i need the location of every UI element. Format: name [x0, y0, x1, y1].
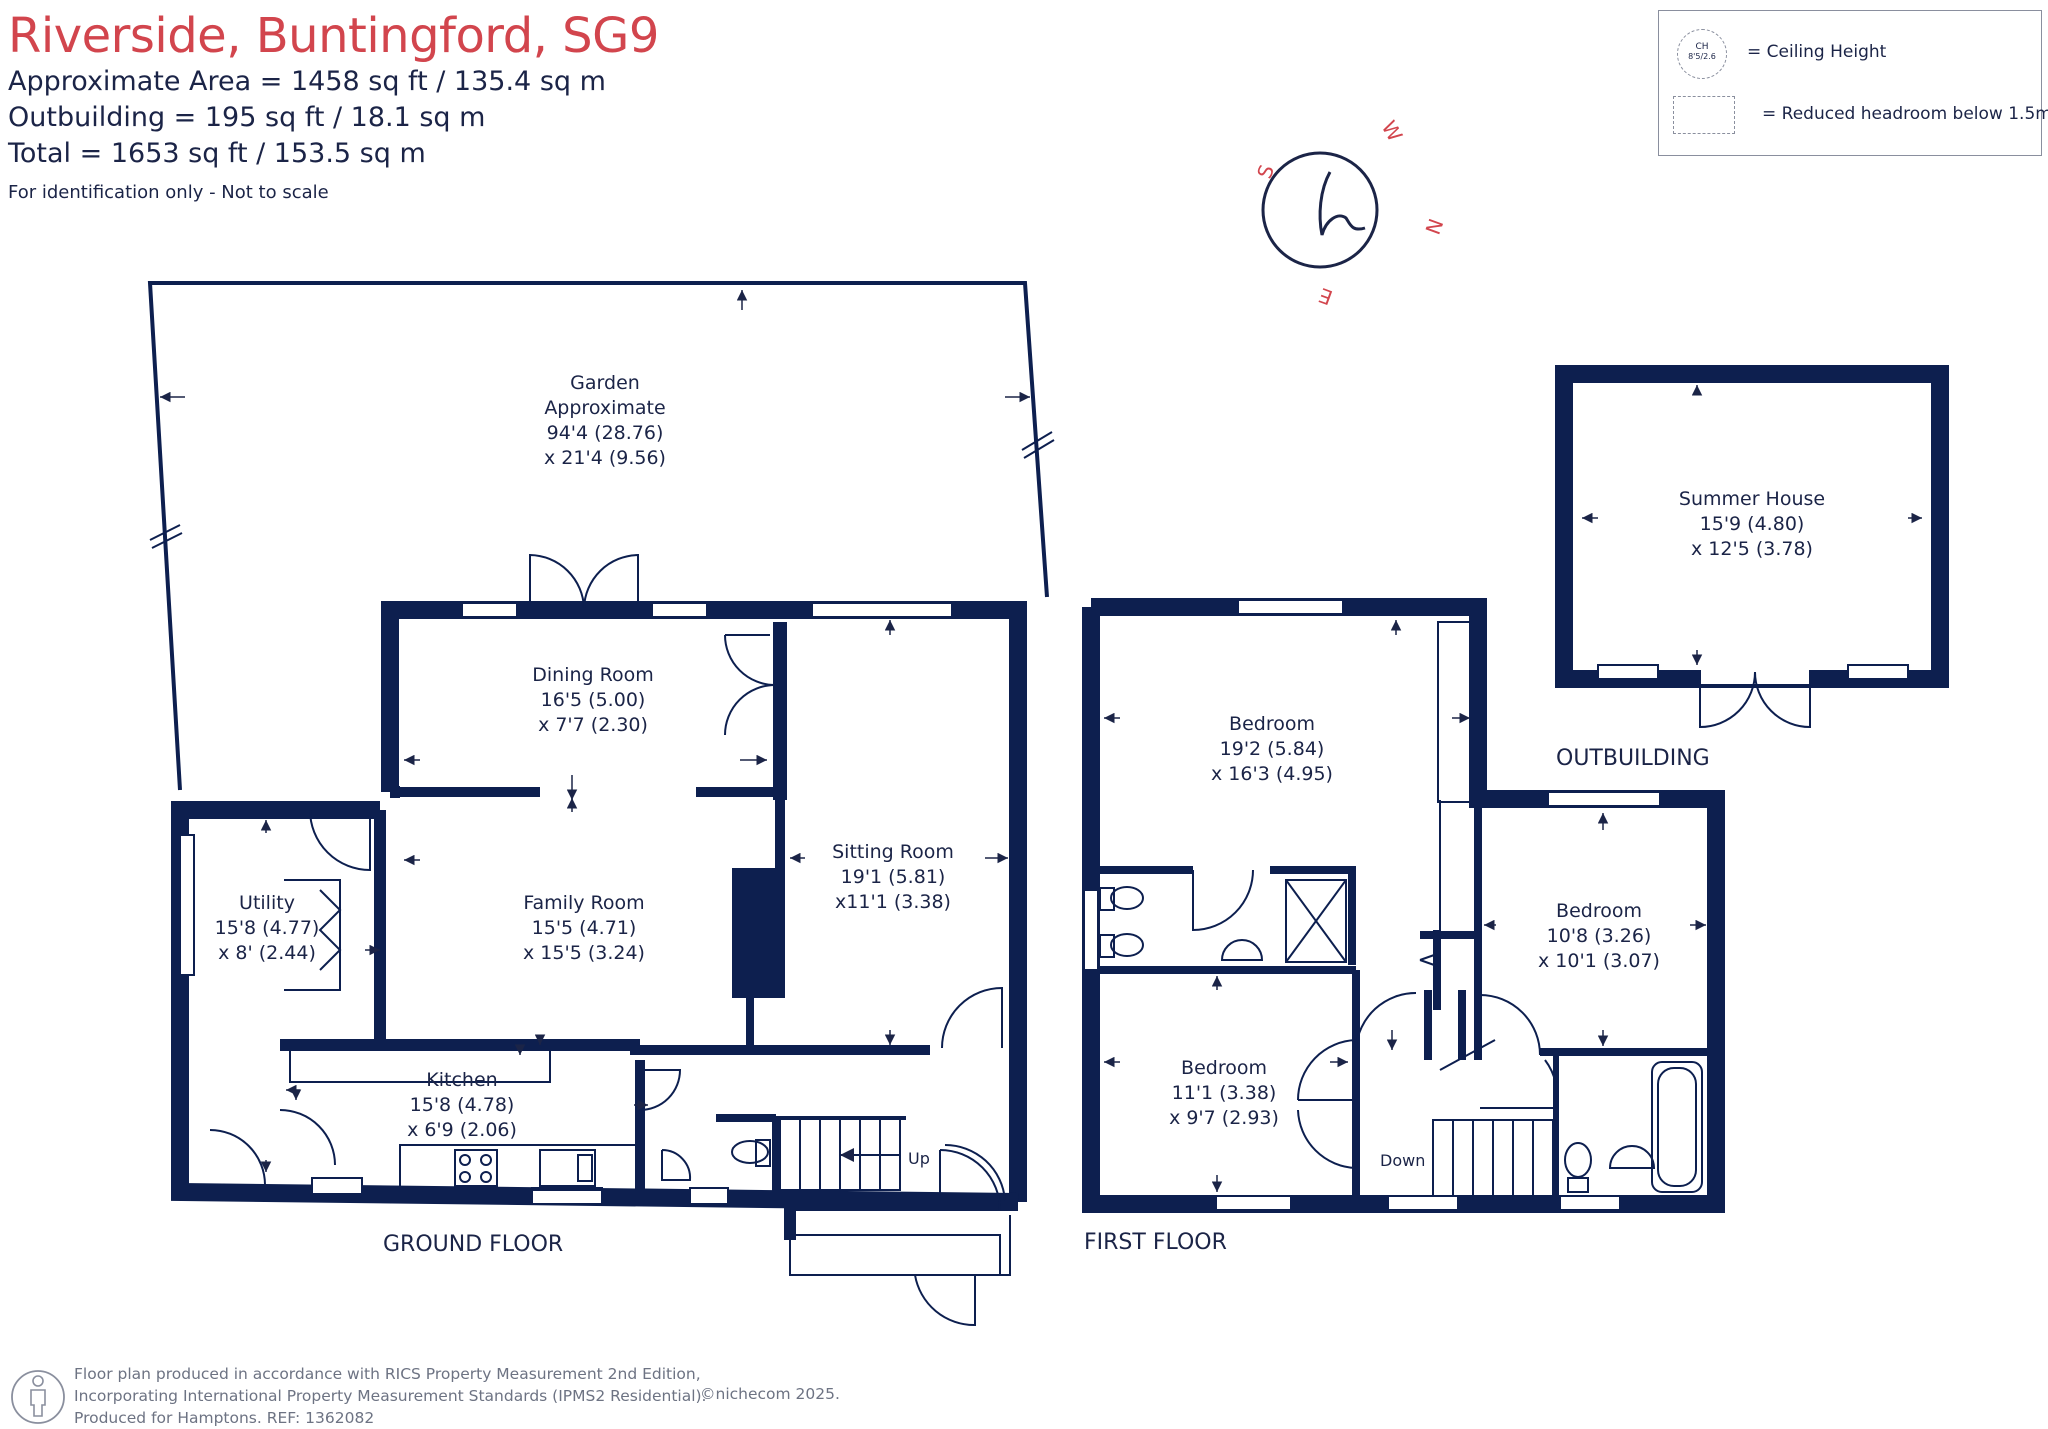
svg-text:x 10'1 (3.07): x 10'1 (3.07) — [1538, 950, 1660, 972]
compass-logo-icon — [1318, 171, 1366, 236]
svg-text:x 9'7 (2.93): x 9'7 (2.93) — [1169, 1107, 1279, 1129]
svg-text:x 21'4 (9.56): x 21'4 (9.56) — [544, 447, 666, 469]
compass-w: W — [1377, 117, 1408, 146]
ceiling-height-label: = Ceiling Height — [1747, 42, 1887, 62]
summer-house-outline — [1555, 365, 1949, 729]
sitting-room-label: Sitting Room 19'1 (5.81) x11'1 (3.38) — [832, 841, 954, 913]
outbuilding-area: Outbuilding = 195 sq ft / 18.1 sq m — [8, 102, 486, 133]
compass-s: S — [1252, 162, 1279, 182]
svg-text:x 8' (2.44): x 8' (2.44) — [218, 942, 316, 964]
identification-note: For identification only - Not to scale — [8, 182, 329, 203]
compass-e: E — [1316, 283, 1336, 310]
svg-text:Bedroom: Bedroom — [1556, 900, 1642, 922]
svg-text:15'9 (4.80): 15'9 (4.80) — [1700, 513, 1805, 535]
svg-text:19'1 (5.81): 19'1 (5.81) — [841, 866, 946, 888]
copyright-text: ©nichecom 2025. — [700, 1385, 840, 1403]
ground-floor-label: GROUND FLOOR — [383, 1232, 563, 1257]
svg-text:Bedroom: Bedroom — [1181, 1057, 1267, 1079]
svg-text:Summer House: Summer House — [1679, 488, 1825, 510]
svg-text:x 16'3 (4.95): x 16'3 (4.95) — [1211, 763, 1333, 785]
svg-text:Approximate: Approximate — [544, 397, 665, 419]
legend-box: CH 8'5/2.6 = Ceiling Height = Reduced he… — [1658, 10, 2048, 156]
bedroom-small-label: Bedroom 11'1 (3.38) x 9'7 (2.93) — [1169, 1057, 1279, 1129]
ceiling-height-symbol: CH 8'5/2.6 — [1677, 29, 1727, 79]
first-floor-arrows — [1104, 620, 1706, 1192]
svg-text:x 12'5 (3.78): x 12'5 (3.78) — [1691, 538, 1813, 560]
dining-room-label: Dining Room 16'5 (5.00) x 7'7 (2.30) — [532, 664, 653, 736]
compass: W N E S — [1252, 117, 1448, 310]
compass-n: N — [1420, 215, 1448, 237]
summer-house-label: Summer House 15'9 (4.80) x 12'5 (3.78) — [1679, 488, 1825, 560]
svg-text:19'2 (5.84): 19'2 (5.84) — [1220, 738, 1325, 760]
kitchen-label: Kitchen 15'8 (4.78) x 6'9 (2.06) — [407, 1069, 517, 1141]
ground-floor-arrows — [260, 620, 1008, 1172]
property-title: Riverside, Buntingford, SG9 — [8, 8, 659, 64]
first-floor-walls — [1082, 598, 1725, 1213]
stairs-up-label: Up — [908, 1149, 930, 1168]
first-floor-fittings — [1083, 599, 1703, 1211]
compass-ring — [1261, 151, 1379, 269]
footer-notes: Floor plan produced in accordance with R… — [74, 1363, 706, 1429]
ground-floor-fittings — [179, 553, 1011, 1327]
footer-line-2: Incorporating International Property Mea… — [74, 1387, 707, 1405]
approximate-area: Approximate Area = 1458 sq ft / 135.4 sq… — [8, 66, 606, 97]
svg-text:Garden: Garden — [570, 372, 640, 394]
svg-text:Kitchen: Kitchen — [426, 1069, 497, 1091]
footer-line-3: Produced for Hamptons. REF: 1362082 — [74, 1409, 375, 1427]
utility-label: Utility 15'8 (4.77) x 8' (2.44) — [215, 892, 320, 964]
svg-text:Bedroom: Bedroom — [1229, 713, 1315, 735]
ceiling-symbol-bottom: 8'5/2.6 — [1688, 52, 1716, 61]
svg-text:x 7'7 (2.30): x 7'7 (2.30) — [538, 714, 648, 736]
family-room-label: Family Room 15'5 (4.71) x 15'5 (3.24) — [523, 892, 645, 964]
svg-text:15'8 (4.78): 15'8 (4.78) — [410, 1094, 515, 1116]
outbuilding-label: OUTBUILDING — [1556, 746, 1710, 771]
svg-text:Utility: Utility — [239, 892, 295, 914]
svg-text:x 6'9 (2.06): x 6'9 (2.06) — [407, 1119, 517, 1141]
svg-text:x 15'5 (3.24): x 15'5 (3.24) — [523, 942, 645, 964]
garden-outline — [147, 281, 1055, 791]
bedroom-main-label: Bedroom 19'2 (5.84) x 16'3 (4.95) — [1211, 713, 1333, 785]
svg-text:15'8 (4.77): 15'8 (4.77) — [215, 917, 320, 939]
person-icon — [11, 1370, 65, 1424]
svg-text:11'1 (3.38): 11'1 (3.38) — [1172, 1082, 1277, 1104]
svg-text:94'4 (28.76): 94'4 (28.76) — [547, 422, 664, 444]
svg-text:Sitting Room: Sitting Room — [832, 841, 954, 863]
stairs-down-label: Down — [1380, 1151, 1425, 1170]
total-area: Total = 1653 sq ft / 153.5 sq m — [8, 138, 426, 169]
footer-line-1: Floor plan produced in accordance with R… — [74, 1365, 701, 1383]
svg-text:x11'1 (3.38): x11'1 (3.38) — [835, 891, 951, 913]
reduced-headroom-symbol — [1673, 96, 1735, 134]
svg-text:Family Room: Family Room — [523, 892, 644, 914]
reduced-headroom-label: = Reduced headroom below 1.5m — [1762, 104, 2048, 124]
ceiling-symbol-top: CH — [1695, 42, 1709, 52]
bedroom-right-label: Bedroom 10'8 (3.26) x 10'1 (3.07) — [1538, 900, 1660, 972]
svg-text:16'5 (5.00): 16'5 (5.00) — [541, 689, 646, 711]
garden-label: Garden Approximate 94'4 (28.76) x 21'4 (… — [544, 372, 666, 469]
first-floor-label: FIRST FLOOR — [1084, 1230, 1227, 1255]
svg-text:10'8 (3.26): 10'8 (3.26) — [1547, 925, 1652, 947]
svg-text:15'5 (4.71): 15'5 (4.71) — [532, 917, 637, 939]
svg-text:Dining Room: Dining Room — [532, 664, 653, 686]
